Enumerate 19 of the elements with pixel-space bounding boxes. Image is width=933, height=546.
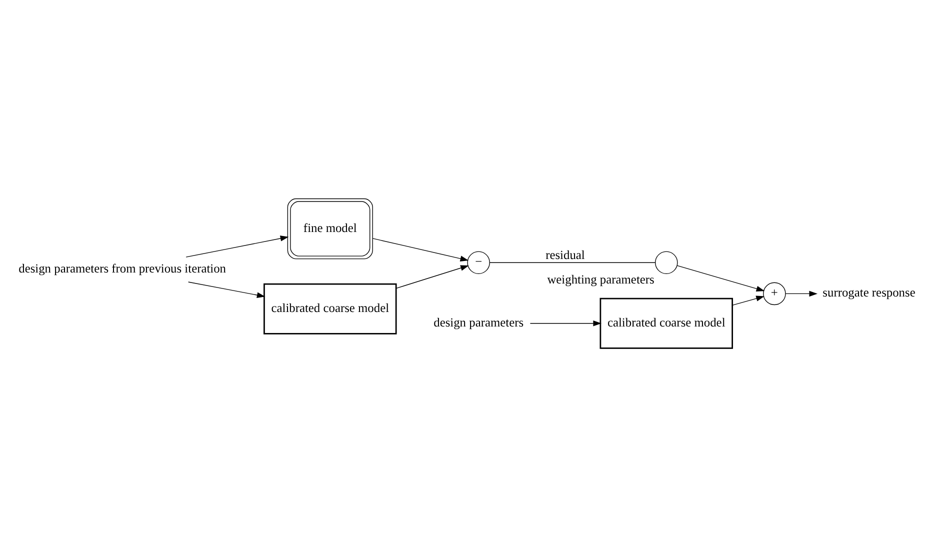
- arrow: [186, 235, 289, 257]
- node-box: fine model: [287, 198, 373, 259]
- node-circle: [654, 250, 678, 274]
- node-box: calibrated coarse model: [600, 297, 733, 348]
- node-box: calibrated coarse model: [264, 282, 397, 334]
- edge-label: residual: [546, 247, 585, 262]
- arrow: [396, 264, 469, 288]
- node-text: design parameters from previous iteration: [18, 261, 226, 276]
- arrow: [732, 295, 764, 306]
- node-label: weighting parameters: [547, 272, 654, 286]
- arrow: [676, 264, 765, 292]
- arrow: [372, 238, 469, 261]
- arrow: [530, 320, 602, 326]
- node-circle: −: [467, 250, 490, 274]
- node-text: design parameters: [434, 314, 524, 329]
- node-circle: +: [763, 282, 786, 305]
- node-text: surrogate response: [822, 285, 916, 300]
- arrow: [785, 290, 818, 296]
- arrow: [188, 281, 266, 298]
